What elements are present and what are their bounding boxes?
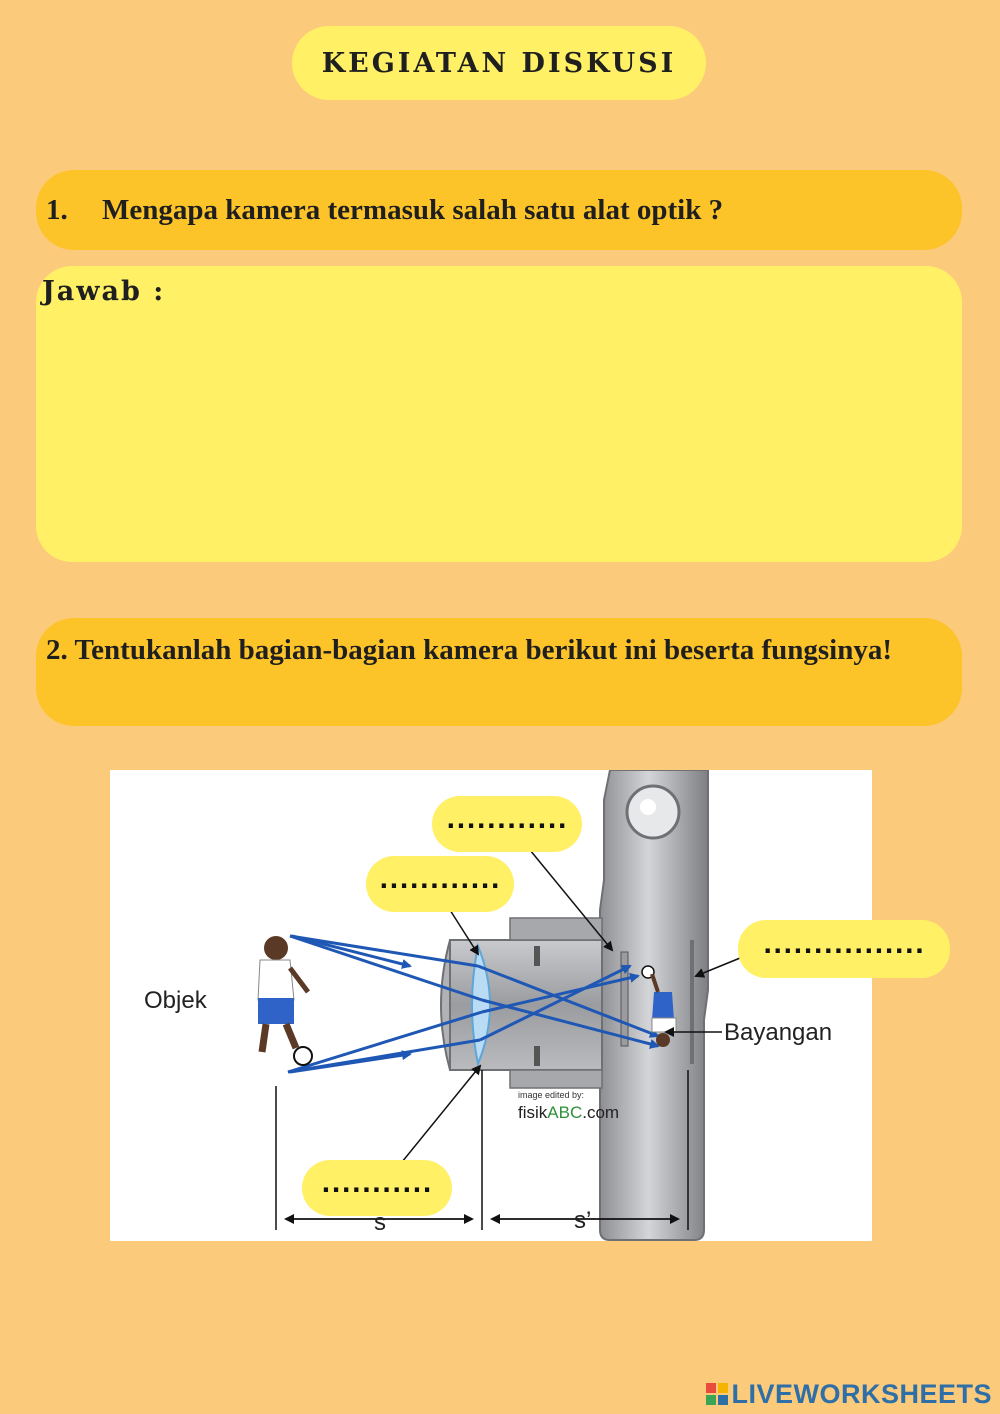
question-2: 2. Tentukanlah bagian-bagian kamera beri… [36, 618, 962, 726]
s-prime-label: s’ [574, 1207, 591, 1234]
answer-input-area[interactable] [36, 266, 962, 562]
answer-label: Jawab : [42, 276, 166, 307]
credit-highlight: ABC [547, 1103, 582, 1122]
blank-bottom[interactable]: ........... [302, 1160, 452, 1216]
object-label: Objek [144, 987, 208, 1014]
credit-suffix: .com [582, 1103, 619, 1122]
credit-prefix: fisik [518, 1103, 548, 1122]
blank-top[interactable]: ............ [432, 796, 582, 852]
question-1-text: Mengapa kamera termasuk salah satu alat … [102, 193, 724, 226]
blank-middle[interactable]: ............ [366, 856, 514, 912]
question-1-number: 1. [46, 193, 68, 226]
question-2-text: 2. Tentukanlah bagian-bagian kamera beri… [46, 634, 893, 666]
camera-diagram-svg: Objek Bayangan s s’ image edited by: fis… [144, 770, 832, 1241]
liveworksheets-logo: LIVEWORKSHEETS [706, 1378, 992, 1410]
dimension-lines [275, 1070, 689, 1230]
logo-text: LIVEWORKSHEETS [731, 1378, 992, 1409]
question-1: 1. Mengapa kamera termasuk salah satu al… [36, 170, 962, 250]
lens-icon [471, 942, 491, 1068]
page-title: KEGIATAN DISKUSI [292, 26, 706, 100]
pointer-lines [401, 849, 746, 1163]
blank-right[interactable]: ................ [738, 920, 950, 978]
image-label: Bayangan [724, 1019, 832, 1046]
soccer-player-icon [257, 936, 313, 1066]
credit-link: fisikABC.com [518, 1103, 619, 1122]
light-rays [287, 934, 660, 1074]
credit-small: image edited by: [518, 1090, 584, 1100]
logo-mark-icon [706, 1383, 729, 1405]
inverted-image-icon [641, 965, 677, 1047]
